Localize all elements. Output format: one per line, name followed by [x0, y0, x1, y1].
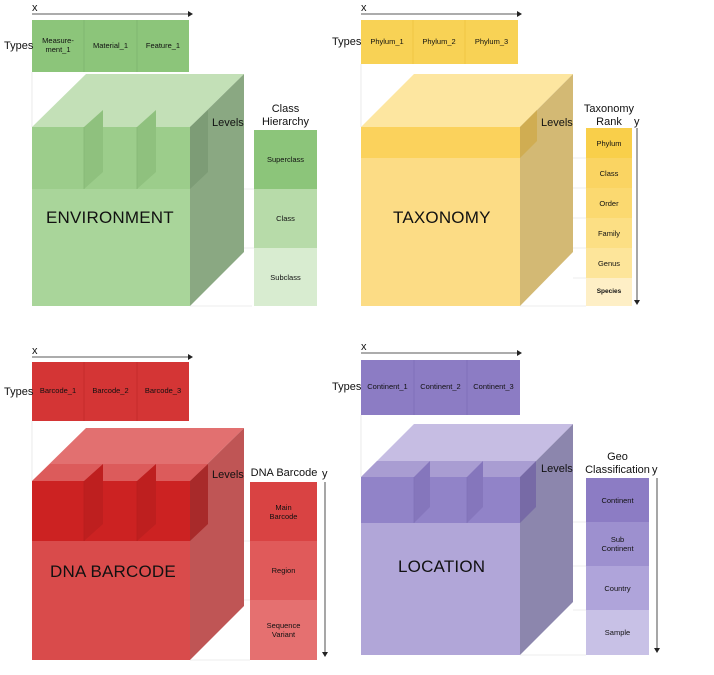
- hierarchy-title: DNA Barcode: [250, 467, 318, 479]
- cube-title: DNA BARCODE: [50, 562, 176, 581]
- cube-title: LOCATION: [398, 557, 486, 576]
- y-axis-label: y: [652, 464, 658, 476]
- hierarchy-level: Sample: [604, 628, 631, 637]
- type-cell: Continent_3: [473, 382, 514, 392]
- y-axis-label: y: [322, 468, 328, 480]
- levels-label: Levels: [541, 117, 573, 129]
- type-cell: Barcode_3: [144, 386, 182, 396]
- hierarchy-title: Class Hierarchy: [261, 103, 310, 128]
- hierarchy-level: Class: [599, 168, 619, 178]
- hierarchy-level: Superclass: [266, 155, 305, 164]
- hierarchy-level: Genus: [597, 258, 621, 268]
- x-axis-label: x: [361, 341, 367, 353]
- hierarchy-level: Phylum: [596, 138, 622, 148]
- type-cell: Continent_1: [367, 382, 408, 392]
- types-label: Types: [332, 36, 362, 48]
- type-cell: Measure- ment_1: [42, 36, 74, 54]
- types-label: Types: [4, 40, 34, 52]
- types-label: Types: [332, 381, 362, 393]
- hierarchy-level: Main Barcode: [269, 502, 298, 521]
- type-cell: Phylum_2: [422, 36, 456, 46]
- hierarchy-level: Sub Continent: [601, 535, 634, 553]
- types-label: Types: [4, 386, 34, 398]
- type-cell: Continent_2: [420, 382, 461, 392]
- cube-title: TAXONOMY: [393, 208, 491, 227]
- levels-label: Levels: [212, 469, 244, 481]
- type-cell: Barcode_2: [92, 386, 129, 396]
- hierarchy-level: Subclass: [270, 272, 301, 282]
- hierarchy-title: Geo Classification: [585, 451, 650, 476]
- hierarchy-title: Taxonomy Rank: [583, 103, 635, 128]
- x-axis-label: x: [361, 2, 367, 14]
- hierarchy-level: Family: [597, 228, 621, 238]
- hierarchy-level: Order: [599, 198, 619, 208]
- levels-label: Levels: [541, 463, 573, 475]
- x-axis-label: x: [32, 345, 38, 357]
- type-cell: Feature_1: [145, 40, 181, 50]
- hierarchy-level: Species: [596, 288, 622, 296]
- type-cell: Material_1: [92, 40, 129, 50]
- y-axis-label: y: [634, 116, 640, 128]
- levels-label: Levels: [212, 117, 244, 129]
- hierarchy-level: Country: [604, 583, 631, 593]
- cube-title: ENVIRONMENT: [46, 208, 174, 227]
- x-axis-label: x: [32, 2, 38, 14]
- hierarchy-level: Class: [276, 214, 295, 223]
- type-cell: Phylum_1: [370, 36, 404, 46]
- type-cell: Barcode_1: [39, 386, 77, 396]
- hierarchy-level: Continent: [601, 495, 634, 505]
- hierarchy-level: Sequence Variant: [266, 621, 301, 639]
- hierarchy-level: Region: [271, 566, 296, 575]
- type-cell: Phylum_3: [474, 36, 509, 46]
